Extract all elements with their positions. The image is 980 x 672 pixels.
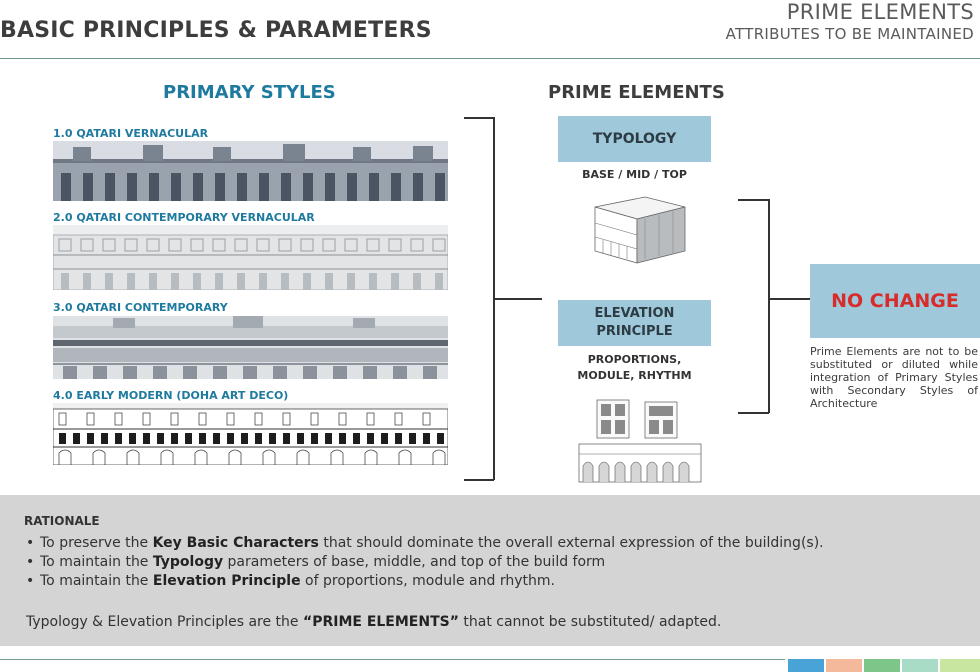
rationale-bullet-2: • To maintain the Typology parameters of … (26, 553, 824, 572)
bullet-1-text-pre: To preserve the (40, 535, 153, 551)
facade-image-contemporary-vernacular (53, 225, 448, 290)
no-change-box: NO CHANGE (810, 264, 980, 338)
rationale-panel (0, 495, 980, 646)
footer-divider (0, 659, 785, 660)
bullet-dot-icon: • (26, 573, 35, 589)
no-change-description: Prime Elements are not to be substituted… (810, 345, 978, 410)
facade-image-early-modern (53, 403, 448, 465)
bracket-left-vertical (493, 117, 495, 480)
typology-illustration (585, 193, 697, 267)
header-subtitle-line1: PRIME ELEMENTS (786, 0, 974, 24)
style-label-2: 2.0 QATARI CONTEMPORARY VERNACULAR (53, 211, 315, 224)
prime-elements-title: PRIME ELEMENTS (548, 82, 725, 103)
bracket-right-connector (769, 298, 810, 300)
elevation-label-line2: PRINCIPLE (596, 324, 673, 339)
bracket-left-connector (494, 298, 542, 300)
elevation-label-line1: ELEVATION (594, 306, 675, 321)
bullet-3-text-post: of proportions, module and rhythm. (300, 573, 555, 589)
footer-text-bold: “PRIME ELEMENTS” (303, 614, 459, 630)
bullet-dot-icon: • (26, 535, 35, 551)
elevation-caption-line1: PROPORTIONS, (587, 353, 682, 366)
bracket-right-vertical (768, 199, 770, 413)
facade-drawing-2 (53, 225, 448, 290)
page-title: BASIC PRINCIPLES & PARAMETERS (0, 18, 432, 43)
rationale-title: RATIONALE (24, 514, 100, 528)
typology-box: TYPOLOGY (558, 116, 711, 162)
header-subtitle-line2: ATTRIBUTES TO BE MAINTAINED (725, 25, 974, 43)
elevation-caption: PROPORTIONS, MODULE, RHYTHM (558, 352, 711, 384)
bullet-2-text-post: parameters of base, middle, and top of t… (223, 554, 606, 570)
footer-swatch-4 (902, 659, 938, 672)
bullet-3-text-pre: To maintain the (40, 573, 153, 589)
bracket-right-top (738, 199, 769, 201)
footer-swatch-3 (864, 659, 900, 672)
header-subtitle: PRIME ELEMENTS ATTRIBUTES TO BE MAINTAIN… (726, 2, 974, 42)
style-label-3: 3.0 QATARI CONTEMPORARY (53, 301, 228, 314)
bracket-left-bottom (464, 479, 494, 481)
bullet-dot-icon: • (26, 554, 35, 570)
elevation-principle-box: ELEVATION PRINCIPLE (558, 300, 711, 346)
style-label-1: 1.0 QATARI VERNACULAR (53, 127, 209, 140)
facade-drawing-4 (53, 403, 448, 465)
footer-text-pre: Typology & Elevation Principles are the (26, 614, 303, 630)
elevation-illustration (577, 396, 703, 484)
bracket-left-top (464, 117, 494, 119)
bullet-1-text-bold: Key Basic Characters (152, 535, 319, 551)
rationale-list: • To preserve the Key Basic Characters th… (26, 534, 824, 591)
facade-drawing-1 (53, 141, 448, 201)
bullet-2-text-bold: Typology (152, 554, 224, 570)
elevation-caption-line2: MODULE, RHYTHM (577, 369, 692, 382)
rationale-bullet-3: • To maintain the Elevation Principle of … (26, 572, 824, 591)
bracket-right-bottom (738, 412, 769, 414)
header-divider (0, 58, 980, 59)
bullet-2-text-pre: To maintain the (40, 554, 153, 570)
facade-image-qatari-contemporary (53, 316, 448, 379)
facade-drawing-3 (53, 316, 448, 379)
footer-swatch-1 (788, 659, 824, 672)
facade-image-qatari-vernacular (53, 141, 448, 201)
bullet-1-text-post: that should dominate the overall externa… (318, 535, 824, 551)
footer-swatch-5 (940, 659, 980, 672)
rationale-footer: Typology & Elevation Principles are the … (26, 614, 721, 630)
footer-swatch-2 (826, 659, 862, 672)
rationale-bullet-1: • To preserve the Key Basic Characters th… (26, 534, 824, 553)
elevation-sketch-drawing (578, 399, 702, 483)
bullet-3-text-bold: Elevation Principle (152, 573, 301, 589)
typology-caption: BASE / MID / TOP (582, 168, 687, 181)
primary-styles-title: PRIMARY STYLES (163, 82, 336, 103)
footer-text-post: that cannot be substituted/ adapted. (458, 614, 722, 630)
style-label-4: 4.0 EARLY MODERN (DOHA ART DECO) (53, 389, 289, 402)
typology-building-drawing (594, 196, 686, 264)
